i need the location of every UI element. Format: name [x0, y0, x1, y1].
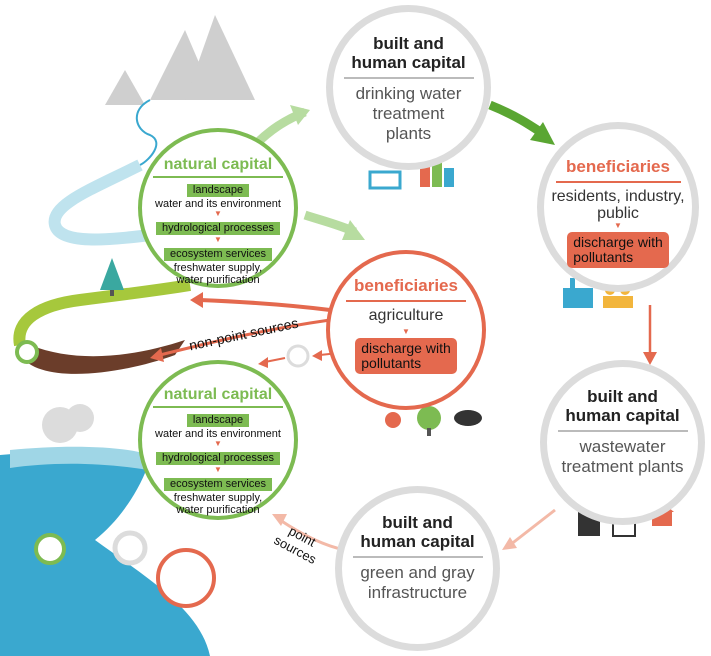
trees-illustration [42, 258, 124, 443]
node-beneficiaries-agriculture: beneficiaries agriculture ▼ discharge wi… [326, 250, 486, 410]
arrow-center-to-soil-head [150, 348, 164, 362]
node-subtitle: wastewater treatment plants [561, 437, 684, 476]
down-arrow-icon: ▼ [402, 327, 410, 336]
arrow-wastewater-to-greengray-head [502, 537, 517, 550]
divider [557, 430, 688, 432]
arrow-small-to-nc-bottom-head [258, 357, 268, 368]
node-title: built and human capital [360, 513, 475, 551]
node-title: beneficiaries [354, 276, 458, 295]
arrow-center-to-soil [159, 318, 331, 357]
water-highlight [10, 446, 150, 470]
small-circle-red-bottom [156, 548, 216, 608]
divider [343, 77, 474, 79]
land-band [13, 279, 191, 347]
down-arrow-icon: ▼ [214, 209, 222, 218]
landscape-sub: water and its environment [155, 428, 281, 440]
arrow-nc-to-top-head [290, 105, 310, 125]
node-subtitle: agriculture [368, 307, 444, 324]
divider [346, 300, 466, 302]
ecosystem-sub: freshwater supply, water purification [173, 492, 263, 516]
down-arrow-icon: ▼ [214, 235, 222, 244]
small-circle-gray-bottom [112, 530, 148, 566]
landscape-box: landscape [186, 414, 250, 427]
hydro-box: hydrological processes [156, 222, 280, 235]
landscape-box: landscape [186, 184, 250, 197]
arrow-right-to-wastewater-head [643, 352, 657, 365]
arrow-top-to-right [488, 100, 548, 139]
node-drinking-water-plants: built and human capital drinking water t… [326, 5, 491, 170]
arrow-nc-to-center-head [342, 220, 365, 240]
node-natural-capital-top: natural capital landscape water and its … [138, 128, 298, 288]
soil-band [20, 340, 185, 374]
down-arrow-icon: ▼ [214, 465, 222, 474]
down-arrow-icon: ▼ [614, 221, 622, 230]
pollutants-pill: discharge with pollutants [355, 338, 457, 374]
arrow-top-to-right-head [530, 122, 555, 145]
agriculture-icon [385, 406, 482, 436]
pollutants-pill: discharge with pollutants [567, 232, 669, 268]
arrow-greengray-to-nc-head [272, 514, 287, 526]
small-circle-green-water [34, 533, 66, 565]
water-treatment-icon [368, 160, 454, 190]
landscape-sub: water and its environment [155, 198, 281, 210]
node-title: natural capital [163, 156, 273, 173]
hydro-box: hydrological processes [156, 452, 280, 465]
node-wastewater-plants: built and human capital wastewater treat… [540, 360, 705, 525]
node-beneficiaries-residents: beneficiaries residents, industry, publi… [537, 122, 699, 292]
arrow-small-to-nc-bottom [264, 357, 286, 363]
river-band [48, 159, 151, 246]
ecosystem-sub: freshwater supply, water purification [173, 262, 263, 286]
node-subtitle: drinking water treatment plants [355, 84, 462, 143]
water-body [0, 451, 210, 656]
arrow-wastewater-to-greengray [509, 508, 556, 547]
arrow-center-to-small-head [312, 350, 322, 361]
arrow-center-to-nc-top-head [190, 292, 203, 308]
node-green-gray-infrastructure: built and human capital green and gray i… [335, 486, 500, 651]
small-circle-green-left [15, 340, 39, 364]
mountains-illustration [105, 15, 255, 105]
divider [153, 406, 283, 408]
divider [352, 556, 483, 558]
divider [153, 176, 283, 178]
mountain-stream [135, 99, 158, 166]
down-arrow-icon: ▼ [214, 439, 222, 448]
arrow-center-to-nc-top [199, 298, 331, 312]
node-title: natural capital [163, 386, 273, 403]
node-subtitle: green and gray infrastructure [360, 563, 475, 602]
ecosystem-box: ecosystem services [164, 478, 272, 491]
node-title: built and human capital [565, 387, 680, 425]
node-subtitle: residents, industry, public [551, 188, 685, 222]
small-circle-gray [286, 344, 310, 368]
divider [555, 181, 681, 183]
ecosystem-box: ecosystem services [164, 248, 272, 261]
node-title: beneficiaries [566, 157, 670, 176]
node-title: built and human capital [351, 34, 466, 72]
node-natural-capital-bottom: natural capital landscape water and its … [138, 360, 298, 520]
